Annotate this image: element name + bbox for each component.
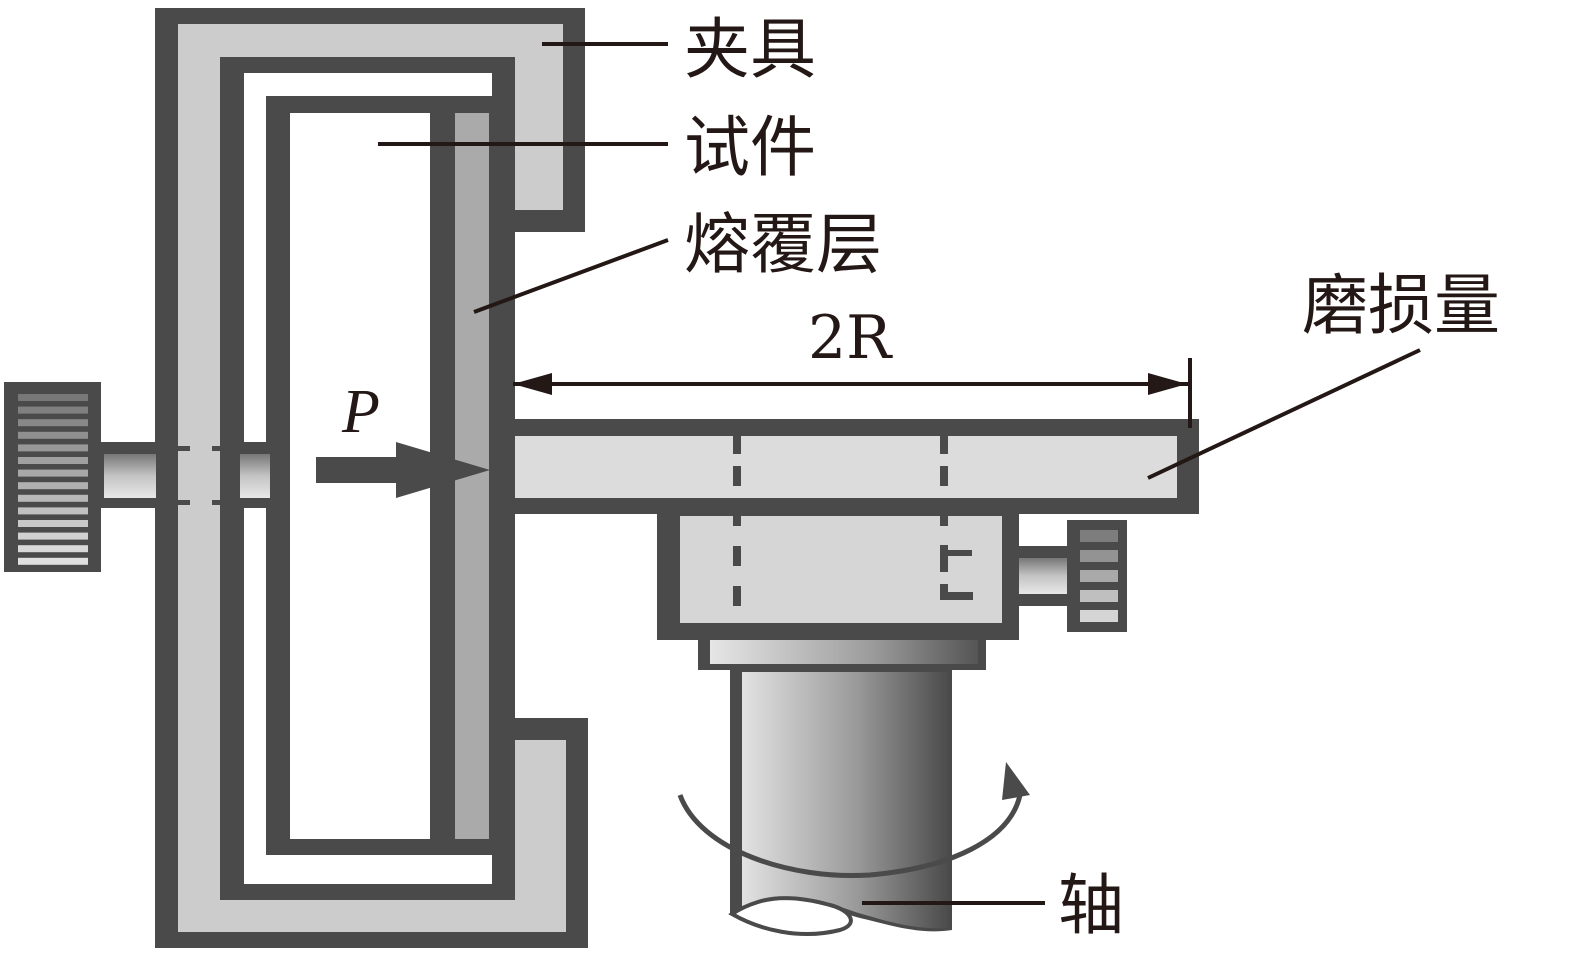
knob-stripe bbox=[1080, 570, 1118, 582]
left-knob bbox=[4, 382, 101, 572]
knob-stripe bbox=[18, 419, 88, 427]
label-diameter: 2R bbox=[808, 303, 893, 373]
knob-stripe bbox=[18, 431, 88, 439]
knob-stripe bbox=[18, 545, 88, 553]
label-fixture: 夹具 bbox=[684, 11, 816, 88]
load-arrow bbox=[316, 442, 490, 498]
collar bbox=[698, 636, 986, 670]
rotation-arrow-icon bbox=[677, 762, 1030, 879]
wear-disc bbox=[515, 419, 1199, 514]
knob-stripe bbox=[1080, 550, 1118, 562]
dimension-2r bbox=[513, 358, 1192, 428]
knob-stripe bbox=[18, 520, 88, 527]
knob-stripe bbox=[1080, 530, 1118, 542]
knob-stripe bbox=[18, 494, 88, 502]
leader-lines bbox=[378, 42, 1421, 905]
knob-stripe bbox=[18, 444, 88, 452]
right-screw bbox=[1019, 546, 1067, 606]
leader-cladding bbox=[473, 238, 669, 314]
knob-stripe bbox=[18, 457, 88, 464]
knob-stripe bbox=[18, 532, 88, 540]
hub bbox=[657, 514, 1019, 640]
knob-stripe bbox=[18, 469, 88, 477]
leader-wear bbox=[1147, 348, 1421, 480]
left-screw bbox=[101, 442, 270, 508]
right-knob bbox=[1067, 520, 1127, 632]
label-cladding-layer: 熔覆层 bbox=[684, 206, 882, 283]
knob-stripe bbox=[1080, 610, 1118, 622]
label-wear-amount: 磨损量 bbox=[1302, 267, 1500, 344]
knob-stripe bbox=[1080, 590, 1118, 602]
label-load-p: P bbox=[341, 378, 380, 446]
knob-stripe bbox=[18, 507, 88, 515]
knob-stripe bbox=[18, 394, 88, 401]
shaft bbox=[728, 670, 952, 937]
label-diameter-text: 2R bbox=[808, 303, 893, 373]
label-specimen: 试件 bbox=[684, 109, 816, 186]
knob-stripe bbox=[18, 482, 88, 490]
knob-stripe bbox=[18, 557, 88, 565]
knob-stripe bbox=[18, 406, 88, 414]
label-shaft: 轴 bbox=[1058, 867, 1124, 944]
